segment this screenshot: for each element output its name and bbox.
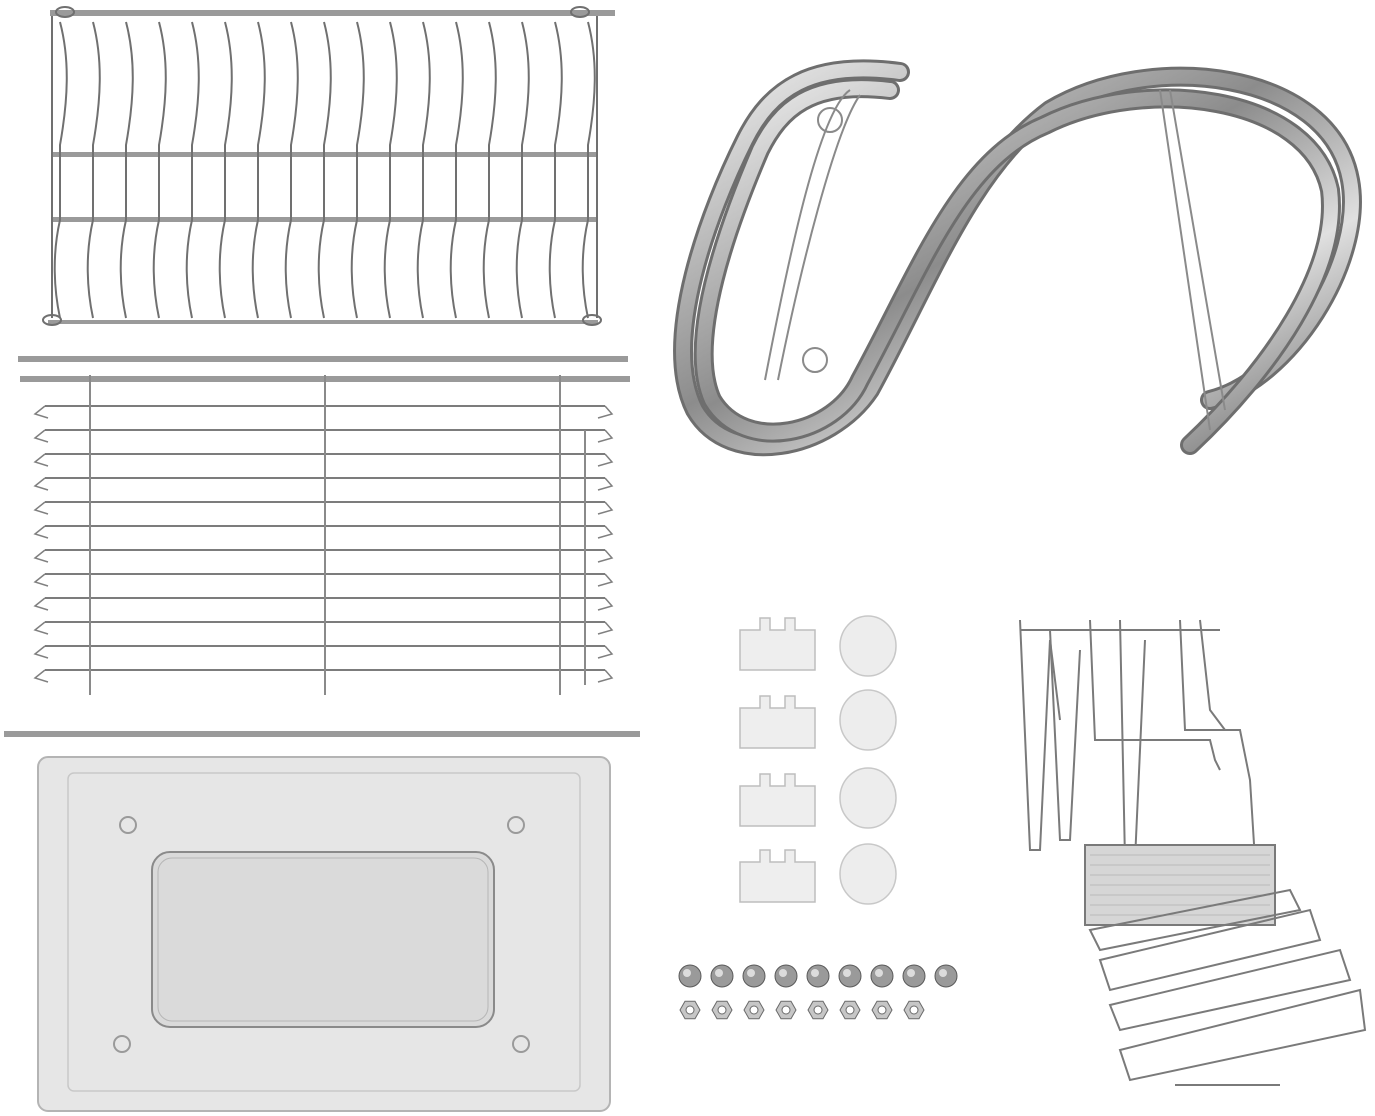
plate-rack-wire	[86, 21, 101, 319]
utensil-holder	[1000, 610, 1370, 1100]
screw-icon	[870, 964, 894, 988]
screw-icon	[774, 964, 798, 988]
screws-and-nuts	[670, 960, 960, 1030]
screw-icon	[806, 964, 830, 988]
plate-rack-wire	[350, 21, 365, 319]
bowl-rack	[0, 350, 640, 695]
plate-rack-wire	[284, 21, 299, 319]
plate-rack-wire	[581, 21, 596, 319]
plate-rack-wire	[152, 21, 167, 319]
plate-rack	[0, 0, 640, 340]
screw-and-nut-icon	[678, 964, 958, 1020]
plate-rack-wire	[185, 21, 200, 319]
plate-rack-wire	[251, 21, 266, 319]
plate-rack-wire	[482, 21, 497, 319]
drip-tray-rail	[4, 731, 640, 737]
plate-rack-wire	[416, 21, 431, 319]
screw-icon	[710, 964, 734, 988]
bowl-rack-wire-icon	[18, 356, 630, 695]
plate-rack-wire	[548, 21, 563, 319]
drip-tray-icon	[4, 731, 640, 1112]
plate-rack-wire	[515, 21, 530, 319]
plate-rack-wire	[218, 21, 233, 319]
screw-icon	[678, 964, 702, 988]
screw-icon	[934, 964, 958, 988]
clip-and-foot-icon	[739, 615, 897, 905]
rubber-foot-icon	[839, 615, 897, 905]
screw-icon	[902, 964, 926, 988]
plastic-clip-icon	[739, 617, 816, 903]
drip-tray	[0, 725, 645, 1116]
plate-rack-wire	[53, 21, 68, 319]
utensil-holder-icon	[1019, 619, 1367, 1086]
plate-rack-wire-icon	[42, 6, 615, 326]
s-hook-icon	[673, 59, 1362, 457]
clips-and-feet	[730, 610, 910, 910]
s-hooks	[650, 50, 1370, 480]
plate-rack-wire	[383, 21, 398, 319]
plate-rack-wire	[449, 21, 464, 319]
screw-icon	[838, 964, 862, 988]
screw-icon	[742, 964, 766, 988]
plate-rack-wire	[119, 21, 134, 319]
plate-rack-wire	[317, 21, 332, 319]
